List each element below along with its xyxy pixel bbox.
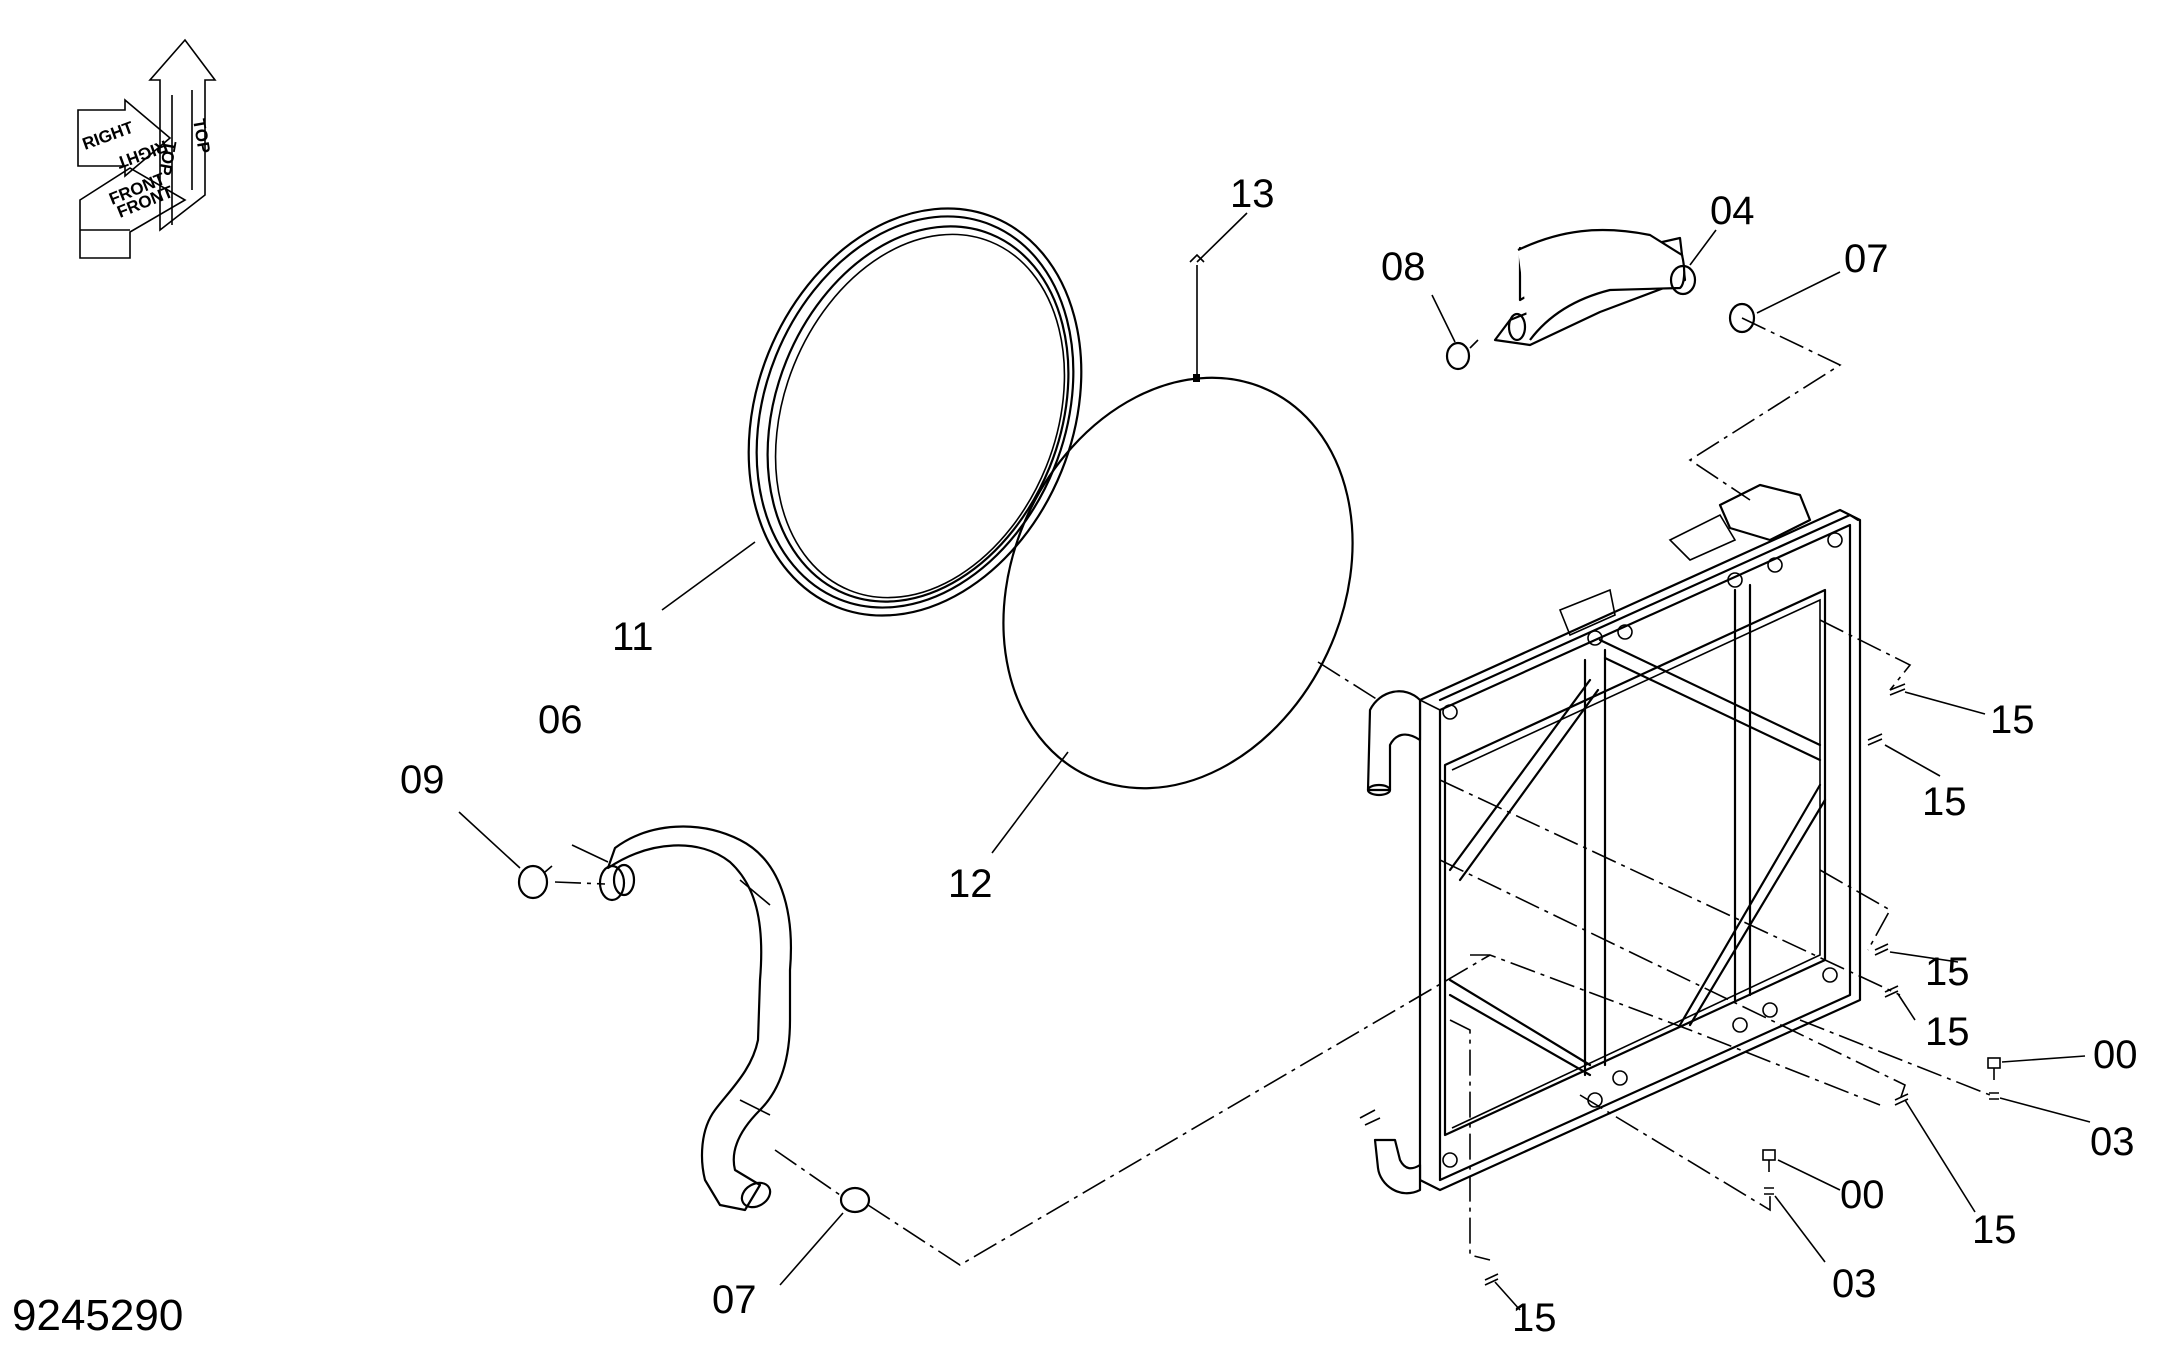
- orientation-right-label: RIGHT: [80, 118, 137, 154]
- callout-11: 11: [612, 615, 654, 659]
- callout-06: 06: [538, 698, 583, 742]
- fasteners: [1484, 683, 2001, 1286]
- callout-15-a: 15: [1990, 698, 2035, 742]
- callout-labels: 13 04 08 07 11 12 06 09 07 15 15 15 15 0…: [400, 172, 2138, 1340]
- fan-shroud-ring: [747, 207, 1083, 617]
- callout-03-b: 03: [1832, 1262, 1877, 1306]
- callout-00-b: 00: [1840, 1173, 1885, 1217]
- callout-09: 09: [400, 758, 445, 802]
- callout-15-d: 15: [1925, 1010, 1970, 1054]
- upper-hose: [1445, 228, 1756, 371]
- radiator-frame: [1359, 483, 1862, 1195]
- callout-15-f: 15: [1512, 1296, 1557, 1340]
- orientation-indicator: TOP TOP RIGHT RIGHT FRONT FRONT: [77, 38, 217, 259]
- callout-04: 04: [1710, 189, 1755, 233]
- phantom-lines: [554, 317, 1991, 1266]
- leader-lines: [458, 212, 2091, 1311]
- callout-13: 13: [1230, 172, 1275, 216]
- callout-08: 08: [1381, 245, 1426, 289]
- callout-03-a: 03: [2090, 1120, 2135, 1164]
- callout-07-bottom: 07: [712, 1278, 757, 1322]
- callout-00-a: 00: [2093, 1033, 2138, 1077]
- seal-clip: [1189, 253, 1205, 382]
- drawing-number: 9245290: [12, 1291, 183, 1340]
- callout-15-b: 15: [1922, 780, 1967, 824]
- callout-15-e: 15: [1972, 1208, 2017, 1252]
- lower-hose: [517, 825, 871, 1214]
- callout-12: 12: [948, 862, 993, 906]
- callout-07-top: 07: [1844, 237, 1889, 281]
- seal-ring: [1002, 376, 1354, 790]
- callout-15-c: 15: [1925, 950, 1970, 994]
